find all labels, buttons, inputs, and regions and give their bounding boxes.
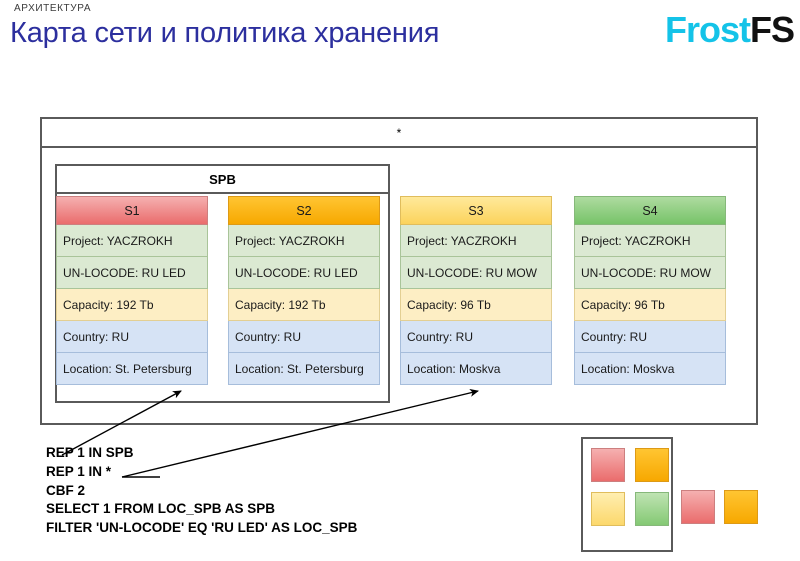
node-s1-unlocode: UN-LOCODE: RU LED xyxy=(56,257,208,289)
node-card-s4[interactable]: S4 Project: YACZROKH UN-LOCODE: RU MOW C… xyxy=(574,196,726,385)
node-s1-project: Project: YACZROKH xyxy=(56,225,208,257)
node-card-s1[interactable]: S1 Project: YACZROKH UN-LOCODE: RU LED C… xyxy=(56,196,208,385)
legend-swatch-red-outside xyxy=(681,490,715,524)
legend-swatch-red xyxy=(591,448,625,482)
legend-swatch-orange-outside xyxy=(724,490,758,524)
node-s1-location: Location: St. Petersburg xyxy=(56,353,208,385)
policy-line-1: REP 1 IN SPB xyxy=(46,445,134,460)
node-s3-country: Country: RU xyxy=(400,321,552,353)
legend-swatch-amber xyxy=(591,492,625,526)
logo-frost-text: Frost xyxy=(664,9,751,50)
node-s3-unlocode: UN-LOCODE: RU MOW xyxy=(400,257,552,289)
placement-policy-text: REP 1 IN SPB REP 1 IN * CBF 2 SELECT 1 F… xyxy=(46,444,357,538)
node-s4-unlocode: UN-LOCODE: RU MOW xyxy=(574,257,726,289)
node-s3-location: Location: Moskva xyxy=(400,353,552,385)
node-title-s4: S4 xyxy=(574,196,726,225)
node-s1-capacity: Capacity: 192 Tb xyxy=(56,289,208,321)
frostfs-logo: FrostFS xyxy=(664,9,795,51)
legend-swatch-orange xyxy=(635,448,669,482)
node-card-s2[interactable]: S2 Project: YACZROKH UN-LOCODE: RU LED C… xyxy=(228,196,380,385)
node-card-s3[interactable]: S3 Project: YACZROKH UN-LOCODE: RU MOW C… xyxy=(400,196,552,385)
spb-group-label: SPB xyxy=(57,166,388,194)
policy-line-4: SELECT 1 FROM LOC_SPB AS SPB xyxy=(46,501,276,517)
kicker-label: АРХИТЕКТУРА xyxy=(14,3,92,14)
page-title: Карта сети и политика хранения xyxy=(10,17,440,49)
node-s3-capacity: Capacity: 96 Tb xyxy=(400,289,552,321)
logo-fs-text: FS xyxy=(749,9,795,50)
node-s4-location: Location: Moskva xyxy=(574,353,726,385)
node-s3-project: Project: YACZROKH xyxy=(400,225,552,257)
node-s4-project: Project: YACZROKH xyxy=(574,225,726,257)
policy-line-5: FILTER 'UN-LOCODE' EQ 'RU LED' AS LOC_SP… xyxy=(46,520,358,536)
node-s1-country: Country: RU xyxy=(56,321,208,353)
node-s2-capacity: Capacity: 192 Tb xyxy=(228,289,380,321)
outer-container-label: * xyxy=(42,119,756,148)
policy-line-3: CBF 2 xyxy=(46,482,86,498)
node-s4-capacity: Capacity: 96 Tb xyxy=(574,289,726,321)
node-s4-country: Country: RU xyxy=(574,321,726,353)
node-s2-project: Project: YACZROKH xyxy=(228,225,380,257)
node-title-s1: S1 xyxy=(56,196,208,225)
policy-line-2: REP 1 IN * xyxy=(46,463,112,479)
node-s2-location: Location: St. Petersburg xyxy=(228,353,380,385)
node-s2-unlocode: UN-LOCODE: RU LED xyxy=(228,257,380,289)
node-title-s3: S3 xyxy=(400,196,552,225)
node-s2-country: Country: RU xyxy=(228,321,380,353)
node-title-s2: S2 xyxy=(228,196,380,225)
legend-swatch-green xyxy=(635,492,669,526)
